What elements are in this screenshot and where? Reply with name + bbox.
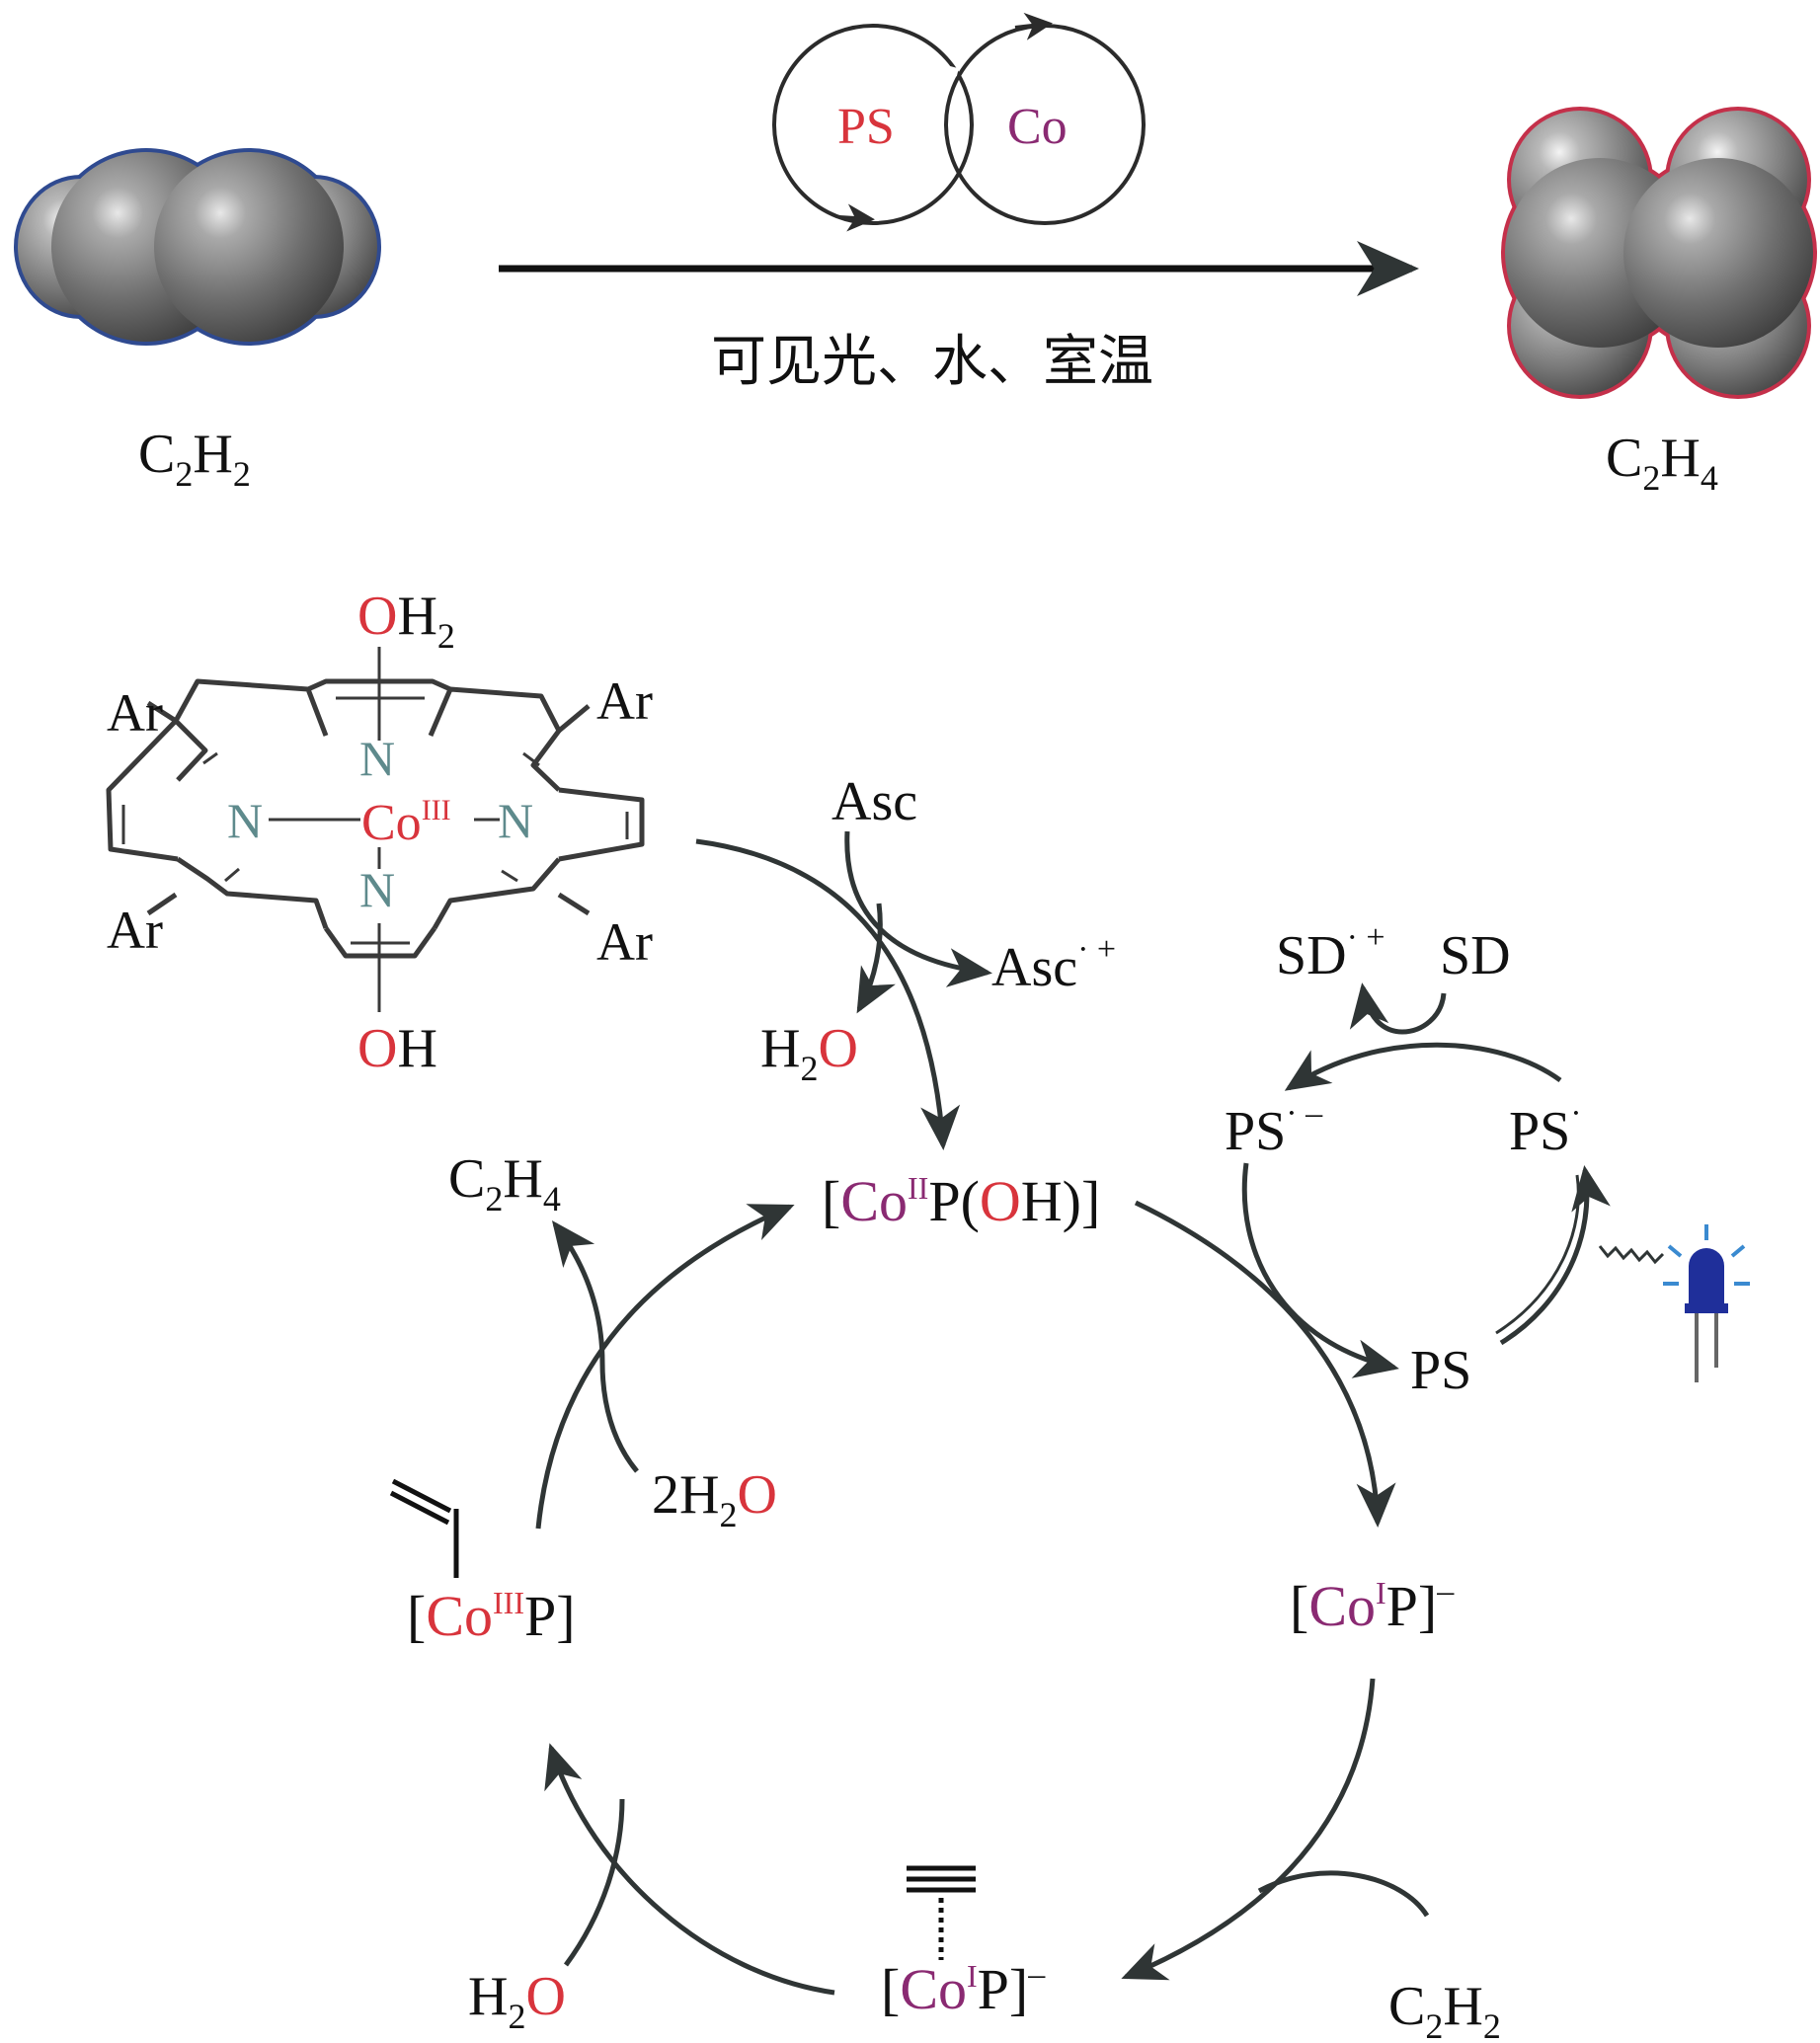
ethylene-space-filling-model [1501, 107, 1817, 399]
reduced-ps-label: PS· – [1225, 1095, 1323, 1162]
cobalt-iii-vinyl-species: [CoIIIP] [407, 1584, 576, 1648]
axial-water-ligand: OH2 [357, 586, 455, 656]
cobalt-i-anion-species: [CoIP]– [1290, 1573, 1455, 1638]
porphyrin-structure [106, 647, 645, 1012]
sacrificial-donor-label: SD [1440, 925, 1511, 986]
photoexcitation-double-line [1495, 1174, 1580, 1335]
nitrogen-left: N [227, 793, 263, 848]
vinyl-group-icon [389, 1478, 459, 1578]
ascorbate-oxidation-arrow [844, 830, 992, 987]
water-released-label: H2O [760, 1018, 858, 1088]
oxidized-donor-label: SD· + [1276, 919, 1385, 986]
aryl-top-right: Ar [596, 671, 653, 731]
ps-label: PS [837, 99, 895, 155]
alkyne-binding-arrow [1121, 1678, 1376, 1981]
co-label: Co [1007, 99, 1068, 155]
aryl-bottom-left: Ar [107, 901, 163, 960]
nitrogen-top: N [359, 731, 395, 786]
acetylene-input-arrow [1257, 1870, 1430, 1918]
light-wave-icon [1598, 1245, 1665, 1265]
product-formula: C2H4 [1606, 428, 1718, 498]
visible-light-led-icon [1663, 1224, 1750, 1382]
donor-oxidation-arrow [1349, 982, 1447, 1035]
water-release-arrow [856, 903, 896, 1014]
protonation-arrow [544, 1743, 835, 1996]
donor-reduction-arrow [1284, 1042, 1562, 1091]
acetylene-space-filling-model [14, 148, 381, 346]
aryl-top-left: Ar [107, 683, 163, 743]
nitrogen-bottom: N [359, 862, 395, 917]
acetylene-input-label: C2H2 [1388, 1976, 1501, 2043]
ascorbate-label: Asc [831, 771, 917, 832]
reaction-conditions: 可见光、水、室温 [711, 330, 1153, 394]
activation-arrow [695, 838, 961, 1150]
ascorbate-radical-label: Asc· + [991, 931, 1116, 998]
reduction-arrow [1134, 1200, 1396, 1528]
ground-ps-label: PS [1410, 1340, 1471, 1401]
coordinated-alkyne-icon [907, 1865, 976, 1960]
ethylene-released-label: C2H4 [448, 1148, 561, 1218]
cobalt-ii-hydroxide-species: [CoIIP(OH)] [822, 1169, 1100, 1233]
two-water-label: 2H2O [652, 1464, 777, 1534]
cobalt-iii-center: CoIII [361, 794, 451, 851]
ps-regeneration-arrow [1241, 1162, 1399, 1378]
cobalt-i-alkyne-complex: [CoIP]– [881, 1956, 1046, 2021]
aryl-bottom-right: Ar [596, 912, 653, 972]
axial-hydroxide-ligand: OH [357, 1018, 437, 1079]
nitrogen-right: N [498, 793, 533, 848]
excited-ps-label: PS· [1509, 1095, 1582, 1162]
water-input-arrow [563, 1798, 625, 1967]
ethylene-release-arrow [535, 1204, 795, 1530]
reactant-formula: C2H2 [138, 424, 251, 494]
coupled-cycles-icon [772, 12, 1146, 232]
water-input-label: H2O [468, 1966, 566, 2036]
ethylene-output-arrow [551, 1220, 639, 1473]
photoexcitation-arrow [1499, 1165, 1611, 1346]
